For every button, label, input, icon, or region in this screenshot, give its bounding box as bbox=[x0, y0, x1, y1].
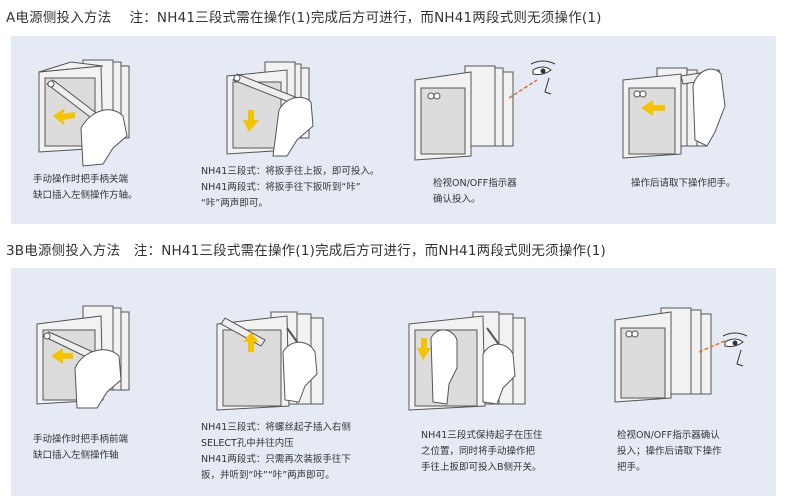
step-b4-illustration bbox=[614, 307, 748, 403]
step-a1-caption: 手动操作时把手柄关端 缺口插入左侧操作方轴。 bbox=[33, 174, 138, 201]
step-b3-illustration bbox=[408, 311, 526, 411]
step-a4: 操作后请取下操作把手。 bbox=[601, 36, 776, 224]
step-b2-illustration bbox=[216, 311, 324, 411]
step-b4: 检视ON/OFF指示器确认 投入；操作后请取下操作 把手。 bbox=[601, 268, 776, 496]
step-b1: 手动操作时把手柄前端 缺口插入左侧操作轴 bbox=[11, 268, 201, 496]
step-a3-illustration bbox=[414, 60, 556, 161]
step-b4-caption: 检视ON/OFF指示器确认 投入；操作后请取下操作 把手。 bbox=[617, 430, 722, 473]
step-a2-caption: NH41三段式：将扳手往上扳，即可投入。 NH41两段式：将扳手往下扳听到“咔”… bbox=[201, 166, 380, 209]
step-a4-illustration bbox=[622, 67, 726, 159]
step-b1-caption: 手动操作时把手柄前端 缺口插入左侧操作轴 bbox=[33, 434, 129, 461]
section-a-panel: 手动操作时把手柄关端 缺口插入左侧操作方轴。 NH41三段式：将扳手往上扳，即可… bbox=[11, 36, 776, 224]
step-a3: 检视ON/OFF指示器 确认投入。 bbox=[409, 36, 589, 224]
section-b-title: 3B电源侧投入方法 注：NH41三段式需在操作(1)完成后方可进行，而NH41两… bbox=[6, 243, 606, 259]
step-b3-caption: NH41三段式保持起子在压住 之位置，同时将手动操作把 手往上扳即可投入B侧开关… bbox=[421, 430, 543, 473]
step-a2: NH41三段式：将扳手往上扳，即可投入。 NH41两段式：将扳手往下扳听到“咔”… bbox=[191, 36, 391, 224]
step-b2-caption: NH41三段式：将螺丝起子插入右侧 SELECT孔中并往内压 NH41两段式：只… bbox=[201, 422, 351, 481]
step-a4-caption: 操作后请取下操作把手。 bbox=[631, 178, 736, 189]
step-a1: 手动操作时把手柄关端 缺口插入左侧操作方轴。 bbox=[11, 36, 201, 224]
section-a-title: A电源侧投入方法 注：NH41三段式需在操作(1)完成后方可进行，而NH41两段… bbox=[6, 10, 602, 26]
step-b2: NH41三段式：将螺丝起子插入右侧 SELECT孔中并往内压 NH41两段式：只… bbox=[191, 268, 391, 496]
step-a1-illustration bbox=[38, 59, 130, 167]
step-a3-caption: 检视ON/OFF指示器 确认投入。 bbox=[433, 178, 517, 205]
step-b3: NH41三段式保持起子在压住 之位置，同时将手动操作把 手往上扳即可投入B侧开关… bbox=[397, 268, 587, 496]
step-b1-illustration bbox=[36, 305, 130, 409]
step-a2-illustration bbox=[226, 61, 314, 157]
section-b-panel: 手动操作时把手柄前端 缺口插入左侧操作轴 NH41三段式：将螺丝起子插入右侧 S… bbox=[11, 268, 776, 496]
